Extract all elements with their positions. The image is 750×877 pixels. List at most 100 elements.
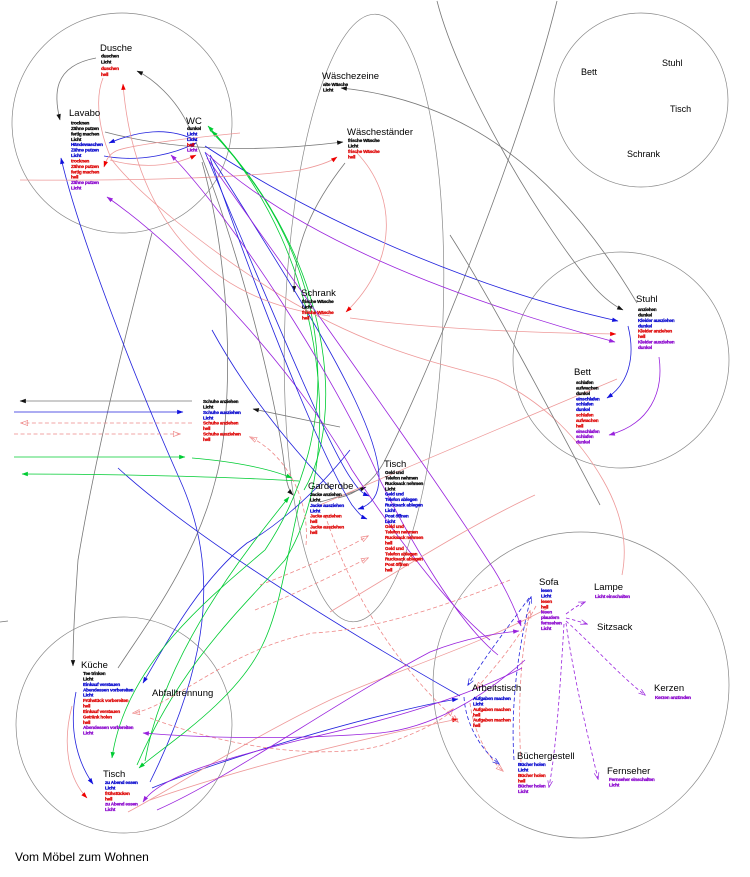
svg-text:Tisch: Tisch [384,459,406,470]
svg-text:Einkauf verstauen: Einkauf verstauen [83,682,120,687]
svg-text:hell: hell [71,175,78,180]
svg-text:duschen: duschen [101,66,119,71]
svg-text:Licht: Licht [302,304,313,309]
svg-text:schlafen: schlafen [576,380,594,385]
svg-text:Schuhe anziehen: Schuhe anziehen [203,399,239,404]
svg-text:lesen: lesen [541,610,552,615]
svg-text:Zähne putzen: Zähne putzen [71,126,99,131]
svg-text:Rucksack nehmen: Rucksack nehmen [385,481,424,486]
svg-text:Bett: Bett [581,67,598,77]
svg-text:hell: hell [83,704,90,709]
svg-text:frische Wäsche: frische Wäsche [348,138,380,143]
svg-text:hell: hell [518,778,525,783]
svg-text:Telefon nehmen: Telefon nehmen [385,475,418,480]
svg-text:Telefon ablegen: Telefon ablegen [385,551,418,556]
svg-text:Schrank: Schrank [301,288,336,299]
svg-text:dunkel: dunkel [576,440,590,445]
svg-text:Wäschezeine: Wäschezeine [322,71,379,82]
svg-text:hell: hell [541,604,548,609]
svg-text:Getränk holen: Getränk holen [83,714,112,719]
svg-text:Sitzsack: Sitzsack [597,622,633,633]
svg-text:zu Abend essen: zu Abend essen [105,780,138,785]
svg-text:Licht: Licht [203,404,214,409]
svg-text:Telefon ablegen: Telefon ablegen [385,497,418,502]
svg-text:Büchergestell: Büchergestell [517,751,575,762]
svg-text:Aufgaben machen: Aufgaben machen [473,707,511,712]
svg-text:trocknen: trocknen [71,158,90,163]
svg-text:Licht: Licht [187,148,198,153]
svg-text:Vom Möbel zum Wohnen: Vom Möbel zum Wohnen [15,850,149,864]
svg-text:Licht: Licht [83,731,94,736]
svg-text:Kleider ausziehen: Kleider ausziehen [638,340,675,345]
svg-text:Lavabo: Lavabo [69,108,100,119]
svg-text:schlafen: schlafen [576,413,594,418]
svg-text:Abendessen vorbereiten: Abendessen vorbereiten [83,725,134,730]
svg-text:Stuhl: Stuhl [636,294,658,305]
svg-text:hell: hell [203,426,210,431]
svg-text:hell: hell [101,72,108,77]
svg-text:lesen: lesen [541,588,552,593]
svg-text:hell: hell [348,154,355,159]
svg-text:lesen: lesen [541,599,552,604]
svg-text:fernsehen: fernsehen [541,621,562,626]
svg-text:Jacke anziehen: Jacke anziehen [310,492,342,497]
svg-text:Schrank: Schrank [627,149,661,159]
svg-text:Licht: Licht [385,486,396,491]
svg-text:Kerzen anzünden: Kerzen anzünden [655,695,691,700]
svg-text:hell: hell [576,423,583,428]
svg-text:Zähne putzen: Zähne putzen [71,180,99,185]
svg-text:Licht: Licht [473,701,484,706]
svg-text:Kerzen: Kerzen [654,683,684,694]
svg-text:aufwachen: aufwachen [576,418,599,423]
svg-text:Tisch: Tisch [103,769,125,780]
svg-text:Licht: Licht [83,693,94,698]
svg-text:aufwachen: aufwachen [576,385,599,390]
svg-text:hell: hell [638,334,645,339]
svg-text:Kleider anziehen: Kleider anziehen [638,329,672,334]
svg-text:Licht: Licht [518,789,529,794]
svg-text:zu Abend essen: zu Abend essen [105,802,138,807]
svg-text:Schuhe anziehen: Schuhe anziehen [203,421,239,426]
svg-text:Licht: Licht [71,137,82,142]
svg-text:Licht: Licht [310,497,321,502]
svg-text:Sofa: Sofa [539,577,559,588]
svg-text:plaudern: plaudern [541,615,560,620]
svg-text:dunkel: dunkel [638,345,652,350]
svg-text:Stuhl: Stuhl [662,58,683,68]
svg-text:Licht: Licht [105,785,116,790]
svg-text:hell: hell [187,142,194,147]
svg-text:dunkel: dunkel [576,391,590,396]
svg-text:Einkauf verstauen: Einkauf verstauen [83,709,120,714]
svg-text:Licht: Licht [187,137,198,142]
svg-text:Licht: Licht [385,519,396,524]
svg-text:Licht einschalten: Licht einschalten [595,594,630,599]
svg-text:hell: hell [385,568,392,573]
svg-text:Küche: Küche [81,660,108,671]
svg-text:Bücher holen: Bücher holen [518,784,546,789]
svg-text:hell: hell [203,437,210,442]
svg-text:frische Wäsche: frische Wäsche [302,310,334,315]
svg-text:Tee trinken: Tee trinken [83,671,106,676]
svg-text:schlafen: schlafen [576,402,594,407]
svg-text:Wäscheständer: Wäscheständer [347,127,413,138]
svg-text:hell: hell [310,519,317,524]
svg-text:hell: hell [83,720,90,725]
svg-text:Händewaschen: Händewaschen [71,142,103,147]
svg-text:Zähne putzen: Zähne putzen [71,148,99,153]
svg-text:hell: hell [473,712,480,717]
svg-text:hell: hell [310,530,317,535]
svg-text:Kleider ausziehen: Kleider ausziehen [638,318,675,323]
svg-text:Aufgaben machen: Aufgaben machen [473,696,511,701]
svg-text:Bücher holen: Bücher holen [518,762,546,767]
svg-text:frühstücken: frühstücken [105,791,130,796]
svg-text:trocknen: trocknen [71,121,90,126]
svg-text:einschlafen: einschlafen [576,396,600,401]
svg-text:Fernseher: Fernseher [607,766,650,777]
svg-text:einschlafen: einschlafen [576,429,600,434]
svg-text:Jacke anziehen: Jacke anziehen [310,514,342,519]
svg-text:Licht: Licht [105,807,116,812]
svg-text:Licht: Licht [348,143,359,148]
svg-text:Licht: Licht [541,626,552,631]
svg-text:schlafen: schlafen [576,434,594,439]
svg-text:Garderobe: Garderobe [308,481,353,492]
